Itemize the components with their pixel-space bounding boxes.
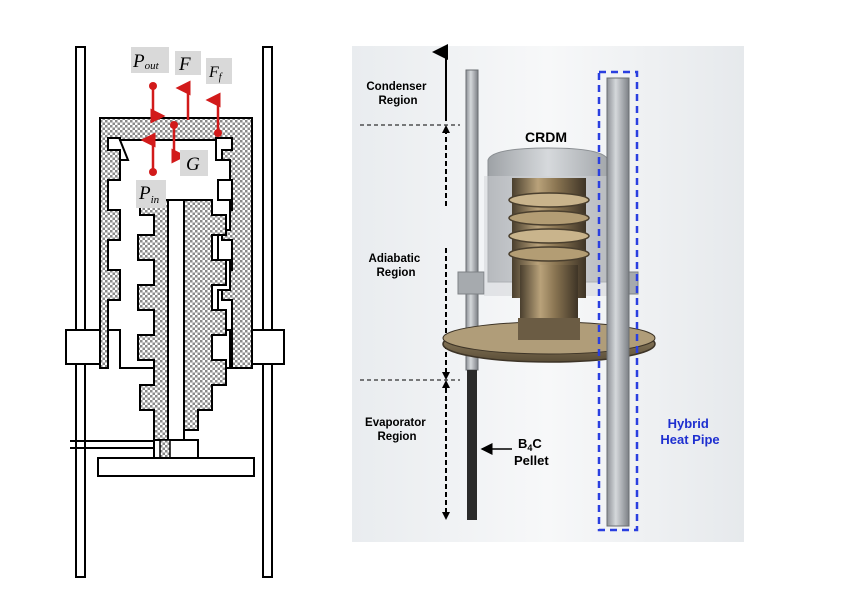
heat-pipe-diagram: Condenser Region Adiabatic Region Evapor… xyxy=(352,44,744,542)
left-rail xyxy=(75,46,86,578)
mechanism-threads xyxy=(508,192,590,262)
label-p-in: Pin xyxy=(136,180,166,208)
label-ff: Ff xyxy=(206,58,232,84)
inner-bellows-left xyxy=(137,199,169,441)
left-bracket xyxy=(65,329,101,365)
bellows-diagram: Pout F Ff G Pin xyxy=(65,46,285,578)
force-arrows xyxy=(140,80,222,176)
left-heat-pipe xyxy=(465,69,479,371)
svg-text:Pin: Pin xyxy=(138,183,160,206)
hybrid-heat-pipe xyxy=(606,77,630,527)
label-p-out: Pout xyxy=(131,47,169,73)
adiabatic-region-label: Adiabatic Region xyxy=(369,253,424,279)
pellet-label-line2: Pellet xyxy=(514,453,549,468)
svg-text:F: F xyxy=(178,54,191,75)
svg-text:G: G xyxy=(186,154,200,175)
label-g: G xyxy=(180,150,208,176)
evaporator-region-label: Evaporator Region xyxy=(365,417,429,443)
b4c-pellet-label: B4C xyxy=(518,436,542,453)
hybrid-heat-pipe-label: Hybrid Heat Pipe xyxy=(660,416,719,447)
heat-pipe-highlight-box xyxy=(597,70,639,532)
right-rail xyxy=(262,46,273,578)
base-plate xyxy=(97,457,255,477)
label-f: F xyxy=(175,51,201,75)
inner-bellows-right xyxy=(183,199,227,431)
right-bracket xyxy=(251,329,285,365)
condenser-region-label: Condenser Region xyxy=(366,81,429,107)
svg-text:Ff: Ff xyxy=(208,64,223,83)
crdm-label: CRDM xyxy=(525,129,567,145)
svg-text:Pout: Pout xyxy=(132,51,160,72)
b4c-pellet-rod xyxy=(467,370,477,520)
